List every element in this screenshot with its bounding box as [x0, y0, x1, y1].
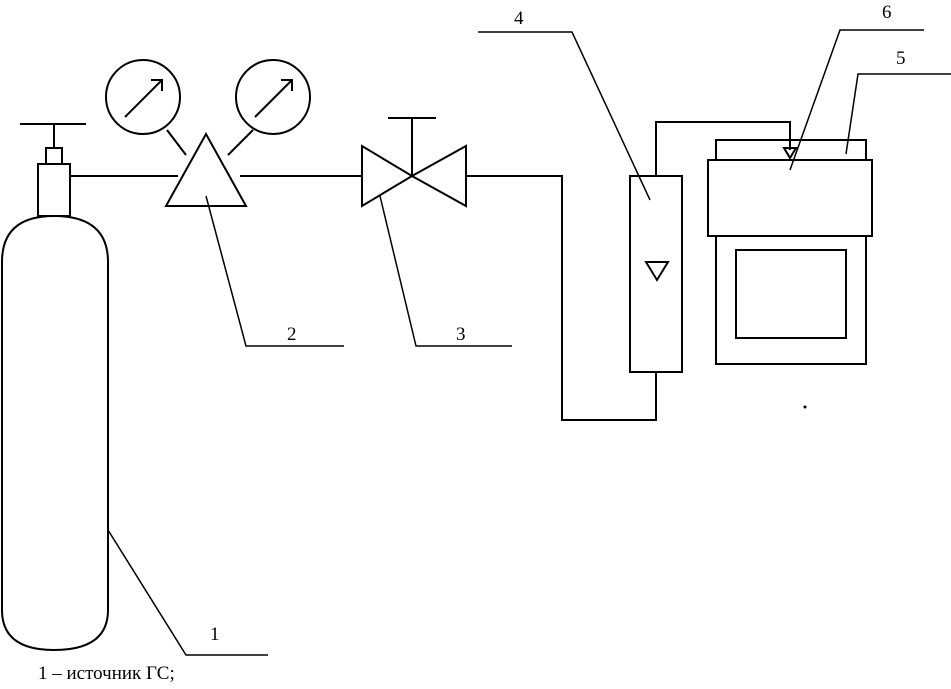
gas-cylinder [1, 123, 109, 652]
leader-lines [107, 29, 951, 656]
detector-display [735, 249, 847, 339]
rotameter [629, 175, 683, 373]
valve [361, 117, 467, 208]
detector-body [715, 235, 867, 365]
pressure-reducer [105, 59, 311, 207]
pipe-valve-rotameter [466, 175, 657, 421]
stray-dot [803, 405, 807, 409]
label-detector: 5 [896, 48, 906, 69]
label-cylinder: 1 [210, 624, 220, 645]
pressure-gauge-left [105, 59, 181, 135]
pressure-gauge-right [235, 59, 311, 135]
pipe-rotameter-detector [655, 121, 791, 176]
detector-unit [707, 139, 873, 365]
legend-caption: 1 – источник ГС; [38, 663, 175, 684]
label-adapter: 6 [882, 2, 892, 23]
flow-arrow [782, 147, 798, 160]
label-rotameter: 4 [514, 8, 524, 29]
adapter [707, 159, 873, 237]
label-reducer: 2 [287, 324, 297, 345]
label-valve: 3 [456, 324, 466, 345]
